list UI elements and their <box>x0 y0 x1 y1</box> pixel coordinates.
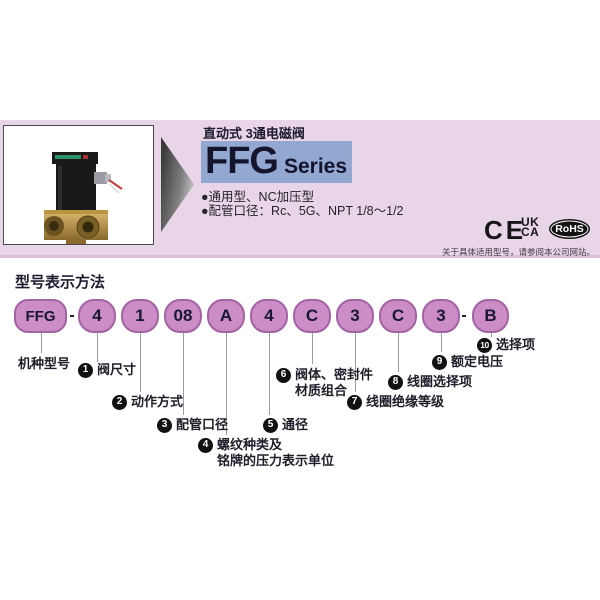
callout-body-seal-material: 6 阀体、密封件 材质组合 <box>276 367 373 399</box>
callout-line-9 <box>441 333 442 352</box>
callout-line-3 <box>183 333 184 415</box>
website-note: 关于具体适用型号，请参阅本公司网站。 <box>441 247 595 257</box>
model-segment-4: A <box>207 299 245 333</box>
model-segment-5: 4 <box>250 299 288 333</box>
callout-option: 10 选择项 <box>477 337 535 353</box>
callout-port-size: 3 配管口径 <box>157 417 228 433</box>
callout-label: 额定电压 <box>451 354 504 369</box>
ukca-top: UK <box>521 215 540 229</box>
callout-label: 线圈绝缘等级 <box>366 394 445 409</box>
number-badge-9: 9 <box>432 354 447 370</box>
callout-thread-type: 4 螺纹种类及 铭牌的压力表示单位 <box>198 437 334 469</box>
callout-coil-option: 8 线圈选择项 <box>388 374 472 390</box>
callout-coil-insulation: 7 线圈绝缘等级 <box>347 394 444 410</box>
model-segment-1: 4 <box>78 299 116 333</box>
callout-line-1 <box>97 333 98 362</box>
number-badge-8: 8 <box>388 374 403 390</box>
product-subtitle: 直动式 3通电磁阀 <box>203 126 305 141</box>
model-segment-3: 08 <box>164 299 202 333</box>
section-title: 型号表示方法 <box>15 274 106 291</box>
ce-mark-icon: CE <box>484 215 527 245</box>
model-segment-6: C <box>293 299 331 333</box>
callout-line-5 <box>269 333 270 415</box>
model-segment-9: 3 <box>422 299 460 333</box>
callout-line-6 <box>312 333 313 364</box>
number-badge-5: 5 <box>263 417 278 433</box>
callout-line-7 <box>355 333 356 392</box>
callout-line-2 <box>140 333 141 392</box>
callout-actuation: 2 动作方式 <box>112 394 183 410</box>
ukca-mark-icon: UK CA <box>521 215 540 239</box>
number-badge-6: 6 <box>276 367 291 383</box>
solenoid-valve-illustration <box>44 152 123 244</box>
feature-bullet-1: ●通用型、NC加压型 <box>201 190 315 204</box>
callout-label: 线圈选择项 <box>407 374 473 389</box>
series-title-highlight: FFG Series <box>201 141 352 183</box>
number-badge-1: 1 <box>78 362 93 378</box>
callout-line-10 <box>491 333 492 337</box>
model-segment-7: 3 <box>336 299 374 333</box>
callout-rated-voltage: 9 额定电压 <box>432 354 503 370</box>
model-code-dash-1: - <box>69 307 75 324</box>
number-badge-4: 4 <box>198 437 213 453</box>
callout-valve-size: 1 阀尺寸 <box>78 362 136 378</box>
product-photo <box>3 125 154 245</box>
model-segment-8: C <box>379 299 417 333</box>
number-badge-3: 3 <box>157 417 172 433</box>
callout-line-8 <box>398 333 399 372</box>
callout-model-name: 机种型号 <box>18 356 70 372</box>
callout-label: 螺纹种类及 铭牌的压力表示单位 <box>217 437 335 468</box>
number-badge-2: 2 <box>112 394 127 410</box>
model-code-suffix: B <box>472 299 509 333</box>
feature-bullet-2: ●配管口径：Rc、5G、NPT 1/8～1/2 <box>201 204 404 218</box>
callout-label: 选择项 <box>496 337 536 352</box>
callout-label: 通径 <box>282 417 309 432</box>
callout-line-0 <box>41 333 42 353</box>
number-badge-10: 10 <box>477 337 492 353</box>
model-code-dash-2: - <box>461 307 467 324</box>
callout-label: 动作方式 <box>131 394 184 409</box>
callout-line-4 <box>226 333 227 435</box>
model-code-prefix: FFG <box>14 299 67 333</box>
callout-label: 机种型号 <box>18 356 71 371</box>
number-badge-7: 7 <box>347 394 362 410</box>
model-segment-2: 1 <box>121 299 159 333</box>
callout-label: 配管口径 <box>176 417 229 432</box>
series-suffix: Series <box>283 155 348 178</box>
ukca-bottom: CA <box>521 225 540 239</box>
series-name: FFG <box>205 140 279 182</box>
rohs-mark-icon: RoHS <box>549 219 590 239</box>
callout-label: 阀体、密封件 材质组合 <box>295 367 374 398</box>
callout-orifice: 5 通径 <box>263 417 308 433</box>
callout-label: 阀尺寸 <box>97 362 137 377</box>
